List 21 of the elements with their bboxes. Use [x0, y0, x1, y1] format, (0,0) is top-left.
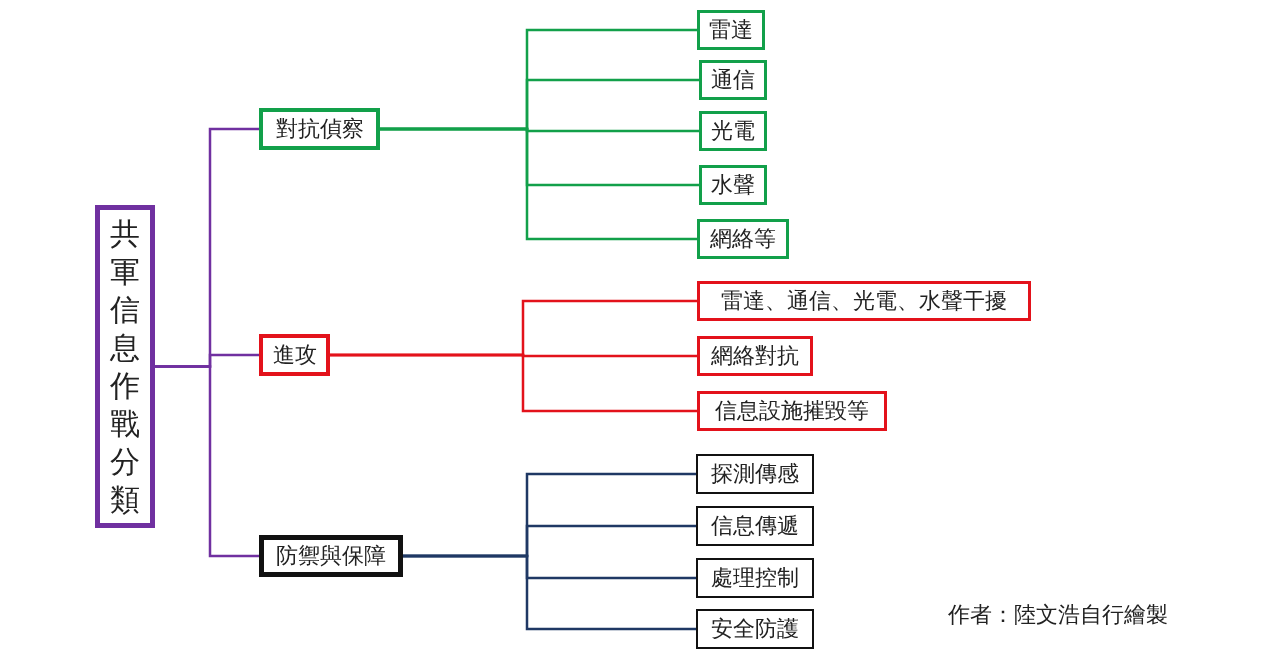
category-box: 水聲 [699, 165, 767, 205]
category-box: 雷達、通信、光電、水聲干擾 [697, 281, 1031, 321]
category-box: 進攻 [259, 334, 330, 376]
category-box: 網絡等 [697, 219, 789, 259]
category-box: 防禦與保障 [259, 535, 403, 577]
category-box: 網絡對抗 [697, 336, 813, 376]
category-box: 通信 [699, 60, 767, 100]
root-box: 共軍信息作戰分類 [95, 205, 155, 528]
category-box: 探測傳感 [696, 454, 814, 494]
category-box: 安全防護 [696, 609, 814, 649]
category-box: 對抗偵察 [259, 108, 380, 150]
category-box: 雷達 [697, 10, 765, 50]
connector-line [330, 353, 697, 413]
category-box: 信息傳遞 [696, 506, 814, 546]
category-box: 信息設施摧毀等 [697, 391, 887, 431]
connector-line [403, 554, 696, 631]
author-note: 作者：陸文浩自行繪製 [948, 601, 1168, 629]
category-box: 處理控制 [696, 558, 814, 598]
category-box: 光電 [699, 111, 767, 151]
connector-line [155, 365, 259, 558]
connector-line [380, 127, 697, 241]
